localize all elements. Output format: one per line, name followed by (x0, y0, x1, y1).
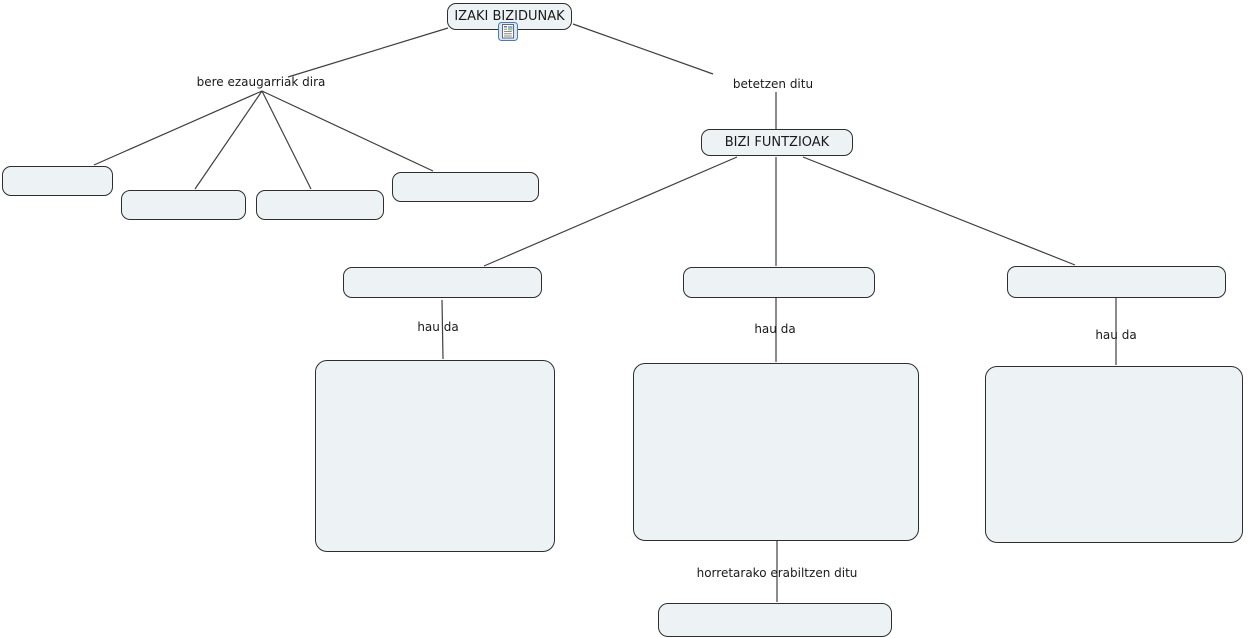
edge-ezaugarriak-to-trait4 (261, 90, 434, 172)
edge-root-to-ezaugarriak (287, 27, 449, 78)
linking-phrase-bere-ezaugarriak-dira[interactable]: bere ezaugarriak dira (196, 75, 326, 89)
linking-phrase-hau-da-3[interactable]: hau da (1095, 328, 1137, 342)
empty-concept-node-detail-3[interactable] (985, 366, 1243, 543)
empty-concept-node-function-3[interactable] (1007, 266, 1226, 298)
linking-phrase-horretarako-erabiltzen-ditu[interactable]: horretarako erabiltzen ditu (696, 566, 858, 580)
empty-concept-node-bottom[interactable] (658, 603, 892, 637)
edge-ezaugarriak-to-trait1 (93, 90, 263, 166)
document-resource-icon[interactable] (498, 22, 518, 41)
empty-concept-node-trait-4[interactable] (392, 172, 539, 202)
edge-functions-to-function1 (483, 156, 738, 267)
edge-ezaugarriak-to-trait3 (261, 90, 312, 190)
edge-ezaugarriak-to-trait2 (194, 90, 263, 190)
empty-concept-node-trait-1[interactable] (2, 166, 113, 196)
concept-node-bizi-funtzioak[interactable]: BIZI FUNTZIOAK (701, 129, 853, 156)
empty-concept-node-trait-2[interactable] (121, 190, 246, 220)
empty-concept-node-trait-3[interactable] (256, 190, 384, 220)
concept-node-izaki-bizidunak[interactable]: IZAKI BIZIDUNAK (447, 3, 572, 30)
empty-concept-node-detail-2[interactable] (633, 363, 919, 541)
empty-concept-node-function-2[interactable] (683, 267, 875, 298)
linking-phrase-hau-da-1[interactable]: hau da (417, 320, 459, 334)
empty-concept-node-function-1[interactable] (343, 267, 542, 298)
linking-phrase-hau-da-2[interactable]: hau da (754, 322, 796, 336)
edge-functions-to-function3 (802, 156, 1076, 266)
edge-function1-to-detail1 (441, 299, 444, 360)
edge-root-to-betetzen (572, 23, 714, 75)
empty-concept-node-detail-1[interactable] (315, 360, 555, 552)
linking-phrase-betetzen-ditu[interactable]: betetzen ditu (732, 77, 814, 91)
